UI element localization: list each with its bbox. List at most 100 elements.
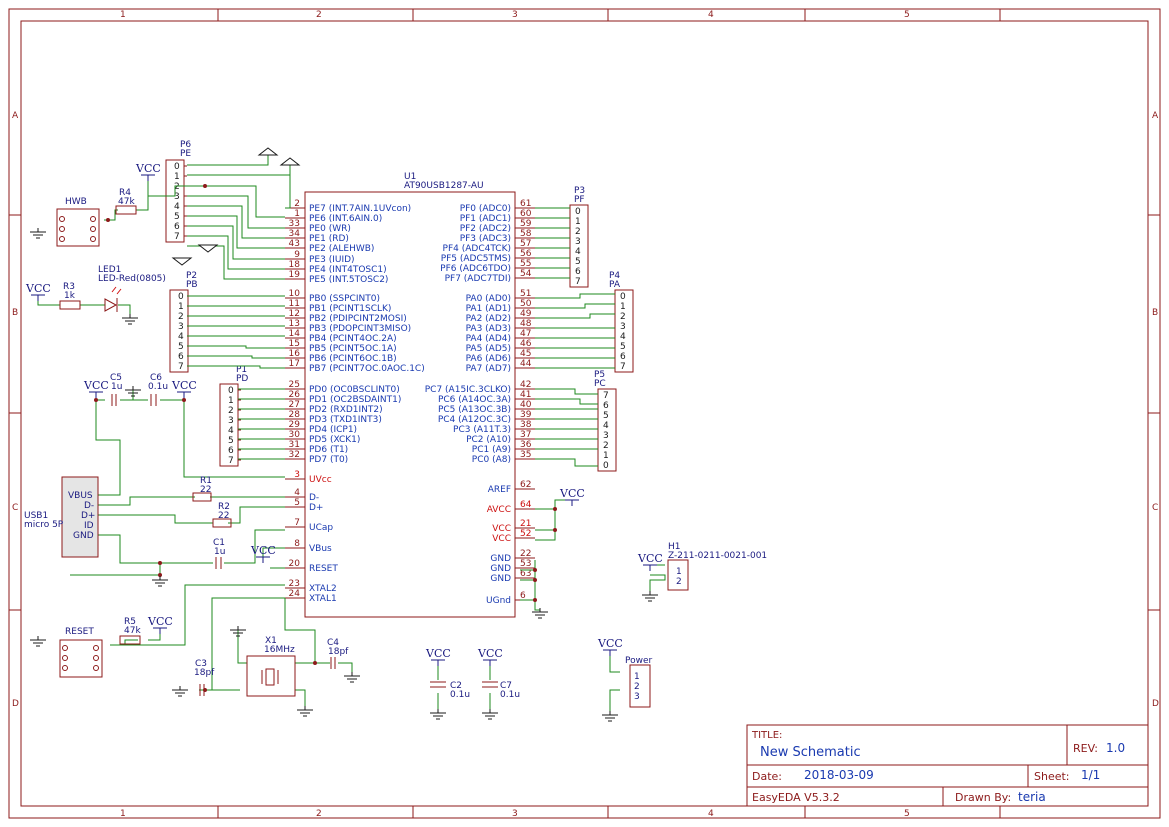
drawing-frame: [8, 8, 1161, 819]
u1-pin-number: 27: [289, 400, 300, 410]
header-pin-label: 2: [228, 406, 234, 416]
u1-pin-name: D-: [309, 493, 319, 503]
frame-row-label: D: [12, 699, 19, 709]
r5-ref: R5: [124, 617, 136, 627]
header-pin-label: 6: [174, 222, 180, 232]
u1-pin-number: 24: [289, 589, 301, 599]
header-pin-label: 3: [575, 237, 581, 247]
u1-pin-number: 11: [289, 299, 300, 309]
vcc-label: VCC: [425, 647, 451, 660]
u1-pin-number: 53: [520, 559, 531, 569]
header-pin-label: 3: [178, 322, 184, 332]
u1-pin-number: 5: [294, 498, 300, 508]
power-label: Power: [625, 656, 653, 666]
u1-pin-number: 58: [520, 229, 532, 239]
u1-pin-number: 64: [520, 500, 532, 510]
u1-pin-name: VCC: [492, 534, 511, 544]
u1-pin-number: 43: [289, 239, 300, 249]
r1-value: 22: [200, 485, 211, 495]
frame-row-label: C: [12, 503, 18, 513]
u1-pin-name: XTAL1: [309, 594, 337, 604]
frame-row-label: A: [1152, 111, 1159, 121]
u1-pin-name: PD7 (T0): [309, 455, 348, 465]
h1-pin2: 2: [676, 577, 682, 587]
u1-pin-number: 4: [294, 488, 300, 498]
r1-resistor: [192, 492, 212, 502]
u1-part-number: AT90USB1287-AU: [404, 181, 484, 191]
u1-pin-number: 9: [294, 250, 300, 260]
u1-pin-name: AVCC: [487, 505, 511, 515]
header-pin-label: 0: [575, 207, 581, 217]
reset-switch: [59, 639, 103, 678]
title-label: TITLE:: [751, 730, 782, 741]
c1-capacitor: [215, 557, 222, 569]
header-pin-label: 5: [603, 411, 609, 421]
ground-symbol: [30, 636, 46, 647]
u1-pin-name: PD2 (RXD1INT2): [309, 405, 383, 415]
u1-pin-number: 59: [520, 219, 532, 229]
u1-pin-name: GND: [490, 554, 511, 564]
c1-ref: C1: [213, 538, 225, 548]
r3-resistor: [59, 300, 81, 310]
u1-pin-number: 29: [289, 420, 301, 430]
power-pin2: 2: [634, 682, 640, 692]
c5-capacitor: [111, 394, 117, 406]
r5-resistor: [119, 635, 141, 645]
u1-pin-name: PC6 (A14OC.3A): [438, 395, 511, 405]
ground-flag-symbol: [197, 244, 219, 253]
frame-column-label: 2: [316, 10, 322, 20]
frame-row-label: B: [1152, 308, 1158, 318]
c7-capacitor: [482, 681, 498, 688]
ground-symbol: [122, 314, 138, 325]
vcc-label: VCC: [147, 615, 173, 628]
r3-value: 1k: [64, 291, 76, 301]
u1-pin-name: PF6 (ADC6TDO): [440, 264, 511, 274]
led1-diode: [104, 286, 122, 312]
header-pin-label: 5: [575, 257, 581, 267]
vcc-label: VCC: [25, 282, 51, 295]
u1-pin-name: XTAL2: [309, 584, 337, 594]
h1-value: Z-211-0211-0021-001: [668, 551, 767, 561]
drawn-by-label: Drawn By:: [955, 791, 1011, 804]
usb1-ref: USB1: [24, 511, 48, 521]
header-name: PF: [574, 195, 585, 205]
header-designator: P6: [180, 140, 191, 150]
usb1-connector: [61, 476, 99, 558]
header-name: PA: [609, 280, 621, 290]
vcc-label: VCC: [477, 647, 503, 660]
usb-pin-gnd: GND: [73, 531, 94, 541]
r4-value: 47k: [118, 197, 135, 207]
schematic-title: New Schematic: [760, 745, 861, 760]
u1-pin-number: 50: [520, 299, 532, 309]
u1-pin-number: 17: [289, 359, 300, 369]
u1-pin-name: PA0 (AD0): [466, 294, 511, 304]
r5-value: 47k: [124, 626, 141, 636]
led1-value: LED-Red(0805): [98, 274, 166, 284]
u1-pin-name: PB0 (SSPCINT0): [309, 294, 380, 304]
u1-pin-name: PE1 (RD): [309, 234, 349, 244]
u1-pin-name: PC1 (A9): [472, 445, 511, 455]
u1-pin-name: PF5 (ADC5TMS): [441, 254, 511, 264]
header-name: PB: [186, 280, 198, 290]
u1-pin-name: PB3 (PDOPCINT3MISO): [309, 324, 411, 334]
header-pin-label: 4: [174, 202, 180, 212]
ground-symbol: [482, 709, 498, 720]
frame-column-label: 1: [120, 10, 126, 20]
u1-pin-number: 41: [520, 390, 531, 400]
header-pin-label: 6: [620, 352, 626, 362]
frame-row-label: C: [1152, 503, 1158, 513]
frame-column-label: 5: [904, 809, 910, 819]
u1-pin-name: PE0 (WR): [309, 224, 351, 234]
header-pin-label: 1: [174, 172, 180, 182]
u1-pin-number: 7: [294, 518, 300, 528]
u1-pin-name: PC2 (A10): [466, 435, 511, 445]
header-pin-label: 3: [228, 416, 234, 426]
header-name: PD: [236, 374, 248, 384]
c2-ref: C2: [450, 681, 462, 691]
u1-pin-name: PC4 (A12OC.3C): [438, 415, 511, 425]
revision: 1.0: [1106, 741, 1125, 755]
drawn-by-value: teria: [1018, 790, 1046, 804]
